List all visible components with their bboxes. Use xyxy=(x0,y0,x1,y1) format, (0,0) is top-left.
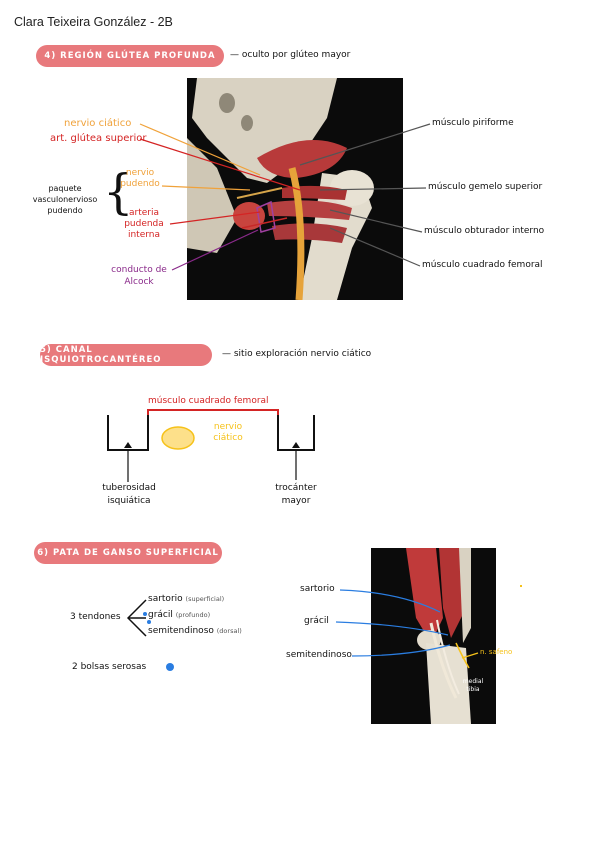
label-trocanter: trocánter mayor xyxy=(275,483,317,506)
label-cuadrado: músculo cuadrado femoral xyxy=(422,260,543,270)
label-obturador: músculo obturador interno xyxy=(424,226,545,236)
orange-dot xyxy=(520,585,522,587)
tendon-item-semitendinoso: semitendinoso (dorsal) xyxy=(148,626,242,636)
blue-dot-b xyxy=(147,620,151,624)
label-art-glutea: art. glútea superior xyxy=(50,133,147,144)
knee-illustration xyxy=(371,548,496,724)
tendones-label: 3 tendones xyxy=(70,612,121,622)
section6-leader-lines xyxy=(335,589,479,659)
canal-diagram xyxy=(107,409,315,482)
blue-dot-a xyxy=(143,612,147,616)
tendon-list: sartorio (superficial) grácil (profundo)… xyxy=(148,594,242,642)
photo-label-safeno: n. safeno xyxy=(480,648,513,656)
photo-label-sartorio: sartorio xyxy=(300,584,335,594)
section4-leader-lines xyxy=(139,123,431,271)
section4-pill: 4) REGIÓN GLÚTEA PROFUNDA xyxy=(36,45,224,67)
knee-anatomy-image xyxy=(371,548,496,724)
tendon-item-sartorio: sartorio (superficial) xyxy=(148,594,225,604)
label-nervio-pudendo: nervio pudendo xyxy=(120,168,160,189)
label-canal-cuadrado: músculo cuadrado femoral xyxy=(148,396,269,406)
tendon-brace xyxy=(126,599,147,637)
label-nervio-ciatico: nervio ciático xyxy=(64,118,132,129)
label-gemelo: músculo gemelo superior xyxy=(428,182,543,192)
section4-note: — oculto por glúteo mayor xyxy=(230,50,351,60)
label-arteria-pudenda: arteria pudenda interna xyxy=(124,208,164,240)
bolsas-label: 2 bolsas serosas xyxy=(72,662,147,672)
label-conducto-alcock: conducto de Alcock xyxy=(111,265,167,287)
label-piriforme: músculo piriforme xyxy=(432,118,514,128)
page-header: Clara Teixeira González - 2B xyxy=(14,15,173,29)
label-canal-nervio: nervio ciático xyxy=(213,422,243,443)
photo-label-medial-tibia: medial tibia xyxy=(462,678,484,693)
photo-label-semitendinoso: semitendinoso xyxy=(286,650,352,660)
brace-left: { xyxy=(103,164,134,220)
label-paquete: paquete vasculonervioso pudendo xyxy=(32,184,98,215)
section5-note: — sitio exploración nervio ciático xyxy=(222,349,372,359)
bolsa-dot xyxy=(166,663,174,671)
section5-pill: 5) CANAL ISQUIOTROCANTÉREO xyxy=(40,344,212,366)
label-tuberosidad: tuberosidad isquiática xyxy=(102,483,156,506)
section6-pill: 6) PATA DE GANSO SUPERFICIAL xyxy=(34,542,222,564)
tendon-item-gracil: grácil (profundo) xyxy=(148,610,211,620)
photo-label-gracil: grácil xyxy=(304,616,329,626)
